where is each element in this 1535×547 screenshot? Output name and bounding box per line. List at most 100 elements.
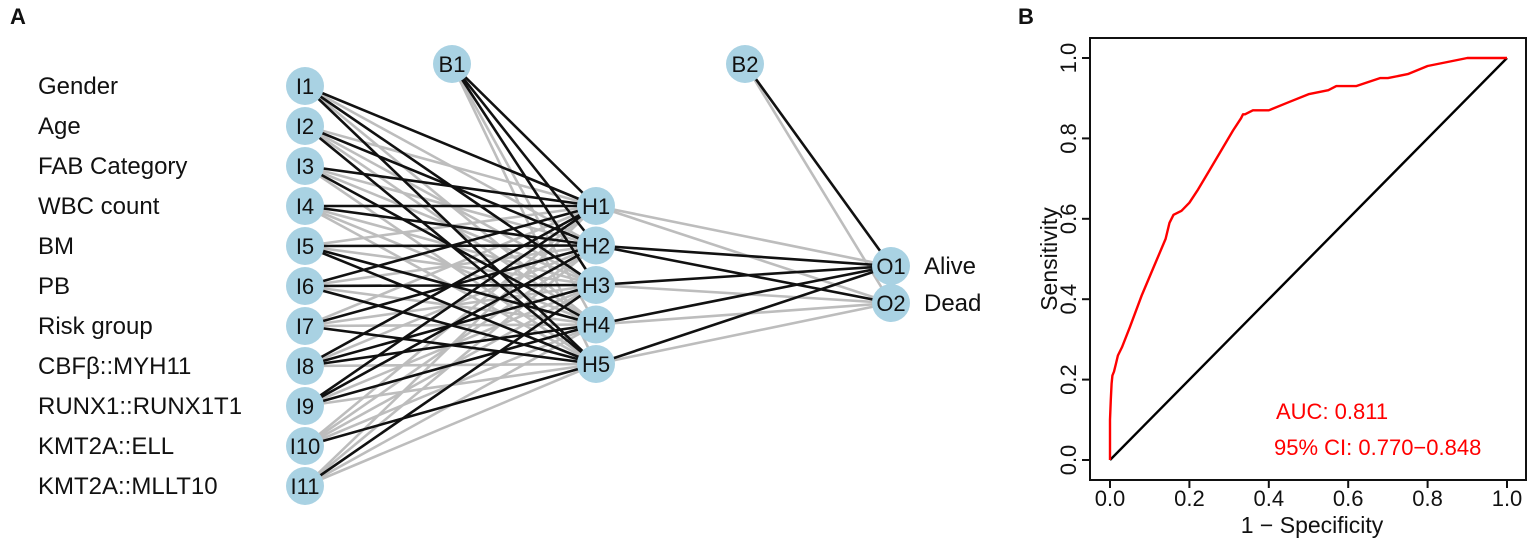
- node-label: H5: [582, 352, 610, 377]
- input-feature-label: CBFβ::MYH11: [38, 353, 191, 380]
- plot-frame: [1089, 37, 1527, 481]
- node-label: I8: [296, 354, 314, 379]
- input-feature-label: Risk group: [38, 313, 153, 340]
- input-feature-label: KMT2A::MLLT10: [38, 473, 218, 500]
- node-circle: [286, 307, 324, 345]
- x-tick-label: 0.2: [1174, 486, 1205, 511]
- y-tick-label: 0.4: [1056, 284, 1081, 315]
- x-tick-label: 0.6: [1333, 486, 1364, 511]
- node-label: I2: [296, 114, 314, 139]
- edge-bias-hidden: [450, 63, 598, 247]
- hidden-node: H1: [577, 187, 615, 225]
- input-feature-label: FAB Category: [38, 153, 187, 180]
- hidden-node: H2: [577, 226, 615, 265]
- x-tick-label: 1.0: [1492, 486, 1523, 511]
- node-label: I6: [296, 274, 314, 299]
- input-feature-label: WBC count: [38, 193, 160, 220]
- node-circle: [286, 347, 324, 385]
- hidden-node: H5: [577, 345, 615, 383]
- input-node: I3: [286, 147, 324, 185]
- node-label: I5: [296, 234, 314, 259]
- input-node: I11: [286, 467, 324, 505]
- input-feature-label: PB: [38, 273, 70, 300]
- edge-input-hidden: [304, 204, 597, 288]
- edge-hidden-output: [595, 264, 892, 366]
- roc-curve-line: [1108, 56, 1507, 460]
- node-label: H3: [582, 273, 610, 298]
- x-tick-label: 0.0: [1095, 486, 1126, 511]
- node-circle: [577, 226, 615, 265]
- edge-hidden-output: [595, 244, 892, 268]
- edge-input-hidden: [304, 124, 597, 208]
- edge-input-hidden: [304, 84, 597, 208]
- input-feature-label: BM: [38, 233, 74, 260]
- edge-bias-hidden: [451, 63, 597, 207]
- node-label: I10: [290, 434, 321, 459]
- reference-diagonal-line: [1109, 57, 1508, 461]
- input-node: I8: [286, 347, 324, 385]
- input-node: I5: [286, 227, 324, 265]
- input-node: I1: [286, 67, 324, 105]
- node-label: I4: [296, 194, 314, 219]
- y-tick-label: 0.2: [1056, 364, 1081, 395]
- edge-hidden-output: [595, 264, 892, 326]
- hidden-node: H4: [577, 305, 615, 344]
- node-label: O1: [876, 254, 905, 279]
- network-edges: [304, 63, 893, 488]
- bias-node: B1: [433, 45, 471, 83]
- node-label: I7: [296, 314, 314, 339]
- input-node: I4: [286, 187, 324, 225]
- node-circle: [872, 284, 910, 322]
- edge-bias-hidden: [450, 63, 598, 365]
- input-feature-label: KMT2A::ELL: [38, 433, 174, 460]
- output-node: O2: [872, 284, 910, 322]
- node-label: I9: [296, 394, 314, 419]
- edge-input-hidden: [304, 204, 597, 368]
- output-node: O1: [872, 247, 910, 285]
- input-feature-label: RUNX1::RUNX1T1: [38, 393, 242, 420]
- y-tick-label: 0.6: [1056, 204, 1081, 235]
- edge-input-hidden: [304, 283, 597, 488]
- node-label: I11: [291, 474, 320, 499]
- node-circle: [577, 187, 615, 225]
- x-tick-label: 0.4: [1254, 486, 1285, 511]
- edge-hidden-output: [595, 264, 892, 287]
- node-circle: [286, 387, 324, 425]
- roc-axes: 0.0 0.2 0.4 0.6 0.8 1.0 0.0 0.2 0.4 0.6 0.8 1.0: [1056, 43, 1522, 511]
- node-label: B1: [439, 52, 466, 77]
- node-label: B2: [732, 52, 759, 77]
- ci-annotation: 95% CI: 0.770−0.848: [1274, 435, 1481, 460]
- node-label: I3: [296, 154, 314, 179]
- y-tick-label: 0.8: [1056, 123, 1081, 154]
- node-circle: [286, 107, 324, 145]
- panel-label-a: A: [10, 4, 26, 29]
- y-tick-label: 1.0: [1056, 43, 1081, 74]
- node-circle: [286, 67, 324, 105]
- input-node: I7: [286, 307, 324, 345]
- edge-bias-output: [743, 63, 893, 267]
- y-tick-label: 0.0: [1056, 445, 1081, 476]
- edge-input-hidden: [304, 362, 597, 448]
- node-circle: [872, 247, 910, 285]
- node-circle: [286, 187, 324, 225]
- edge-input-hidden: [304, 362, 597, 488]
- output-class-label: Dead: [924, 290, 981, 317]
- input-node: I9: [286, 387, 324, 425]
- roc-series: [1108, 56, 1508, 461]
- output-class-label: Alive: [924, 253, 976, 280]
- edge-input-hidden: [304, 244, 597, 408]
- node-circle: [286, 227, 324, 265]
- bias-node: B2: [726, 45, 764, 83]
- hidden-node: H3: [577, 266, 615, 304]
- node-circle: [286, 267, 324, 305]
- edge-bias-hidden: [450, 63, 598, 326]
- x-tick-label: 0.8: [1412, 486, 1443, 511]
- y-axis-title: Sensitivity: [1036, 207, 1062, 311]
- edge-input-hidden: [304, 323, 597, 408]
- node-label: O2: [876, 291, 905, 316]
- node-label: H1: [582, 194, 610, 219]
- node-circle: [286, 427, 324, 465]
